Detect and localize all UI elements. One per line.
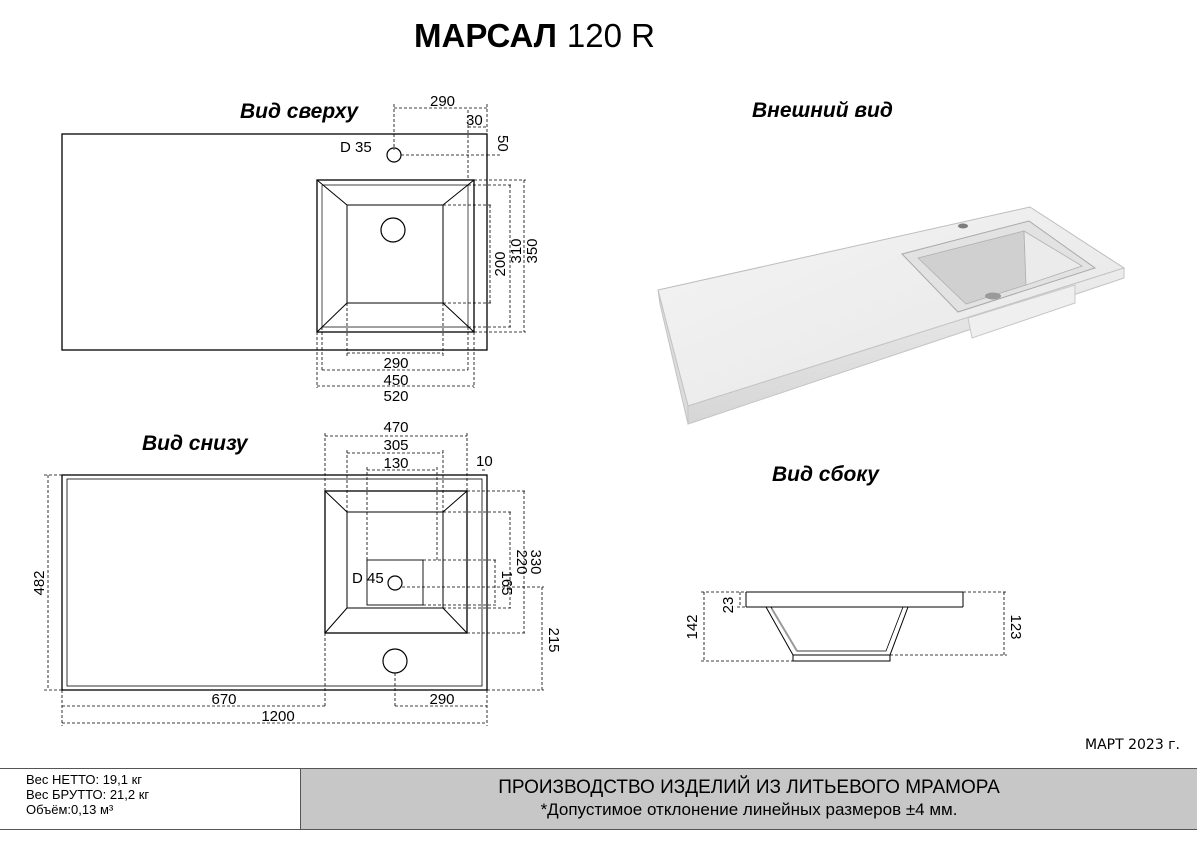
product-size: 120 R <box>567 17 655 54</box>
side-view-drawing <box>745 591 964 662</box>
view-title-external: Внешний вид <box>752 99 893 122</box>
production-line: ПРОИЗВОДСТВО ИЗДЕЛИЙ ИЗ ЛИТЬЕВОГО МРАМОР… <box>498 777 1000 798</box>
dim-bottom-470: 470 <box>383 419 408 436</box>
dim-top-290: 290 <box>430 93 455 110</box>
drain-hole <box>380 217 406 243</box>
dim-side-123: 123 <box>1007 614 1024 639</box>
dim-top-350: 350 <box>524 238 541 263</box>
dim-top-30: 30 <box>466 112 483 129</box>
view-title-bottom: Вид снизу <box>142 432 249 455</box>
view-title-side: Вид сбоку <box>772 463 880 486</box>
bottom-view-drawing <box>61 474 488 691</box>
top-view-dimensions <box>316 104 526 388</box>
dim-bottom-290: 290 <box>429 691 454 708</box>
top-view-bowl-inner <box>346 204 444 304</box>
volume: Объём:0,13 м³ <box>26 802 114 817</box>
view-title-top: Вид сверху <box>240 100 359 123</box>
dim-bottom-215: 215 <box>545 627 562 652</box>
side-view-dimension-labels: 142 23 123 <box>684 597 1024 640</box>
weight-info-panel: Вес НЕТТО: 19,1 кг Вес БРУТТО: 21,2 кг О… <box>0 768 301 830</box>
dim-top-200: 200 <box>492 251 509 276</box>
side-view-dimensions <box>701 591 1007 662</box>
top-view-bowl-outer <box>316 179 475 333</box>
dim-bottom-482: 482 <box>31 570 48 595</box>
dim-bottom-305: 305 <box>383 437 408 454</box>
bottom-view-bowl-outer <box>324 490 468 634</box>
dim-top-310: 310 <box>508 238 525 263</box>
tap-hole-bottom <box>382 648 408 674</box>
dim-bottom-165: 165 <box>498 570 515 595</box>
net-weight: Вес НЕТТО: 19,1 кг <box>26 772 143 787</box>
product-model: МАРСАЛ <box>414 17 557 54</box>
dim-side-142: 142 <box>684 614 701 639</box>
dim-bottom-d45: D 45 <box>352 570 384 587</box>
top-view-dimension-labels: 290 30 D 35 50 200 310 350 290 450 520 <box>340 93 541 405</box>
bottom-view-dimension-labels: 470 305 130 10 482 D 45 330 220 165 215 … <box>31 419 562 725</box>
product-title: МАРСАЛ 120 R <box>414 17 655 54</box>
dim-top-290-bottom: 290 <box>383 355 408 372</box>
external-view-render <box>657 206 1126 425</box>
dim-bottom-330: 330 <box>527 549 544 574</box>
tap-hole <box>386 147 402 163</box>
dim-top-450: 450 <box>383 372 408 389</box>
dim-side-23: 23 <box>720 597 737 614</box>
bottom-view-dimensions <box>44 433 544 726</box>
dim-top-50: 50 <box>494 135 511 152</box>
dim-bottom-130: 130 <box>383 455 408 472</box>
top-view-drawing <box>61 133 488 351</box>
production-info-panel: ПРОИЗВОДСТВО ИЗДЕЛИЙ ИЗ ЛИТЬЕВОГО МРАМОР… <box>301 768 1197 830</box>
bottom-view-outline <box>61 474 488 691</box>
top-view-outline <box>61 133 488 351</box>
document-date: МАРТ 2023 г. <box>1085 737 1180 753</box>
gross-weight: Вес БРУТТО: 21,2 кг <box>26 787 150 802</box>
dim-top-d35: D 35 <box>340 139 372 156</box>
tolerance-note: *Допустимое отклонение линейных размеров… <box>540 800 958 819</box>
dim-top-520: 520 <box>383 388 408 405</box>
dim-bottom-670: 670 <box>211 691 236 708</box>
dim-bottom-1200: 1200 <box>261 708 294 725</box>
drain-outlet <box>387 575 403 591</box>
dim-bottom-10: 10 <box>476 453 493 470</box>
dim-bottom-220: 220 <box>513 549 530 574</box>
